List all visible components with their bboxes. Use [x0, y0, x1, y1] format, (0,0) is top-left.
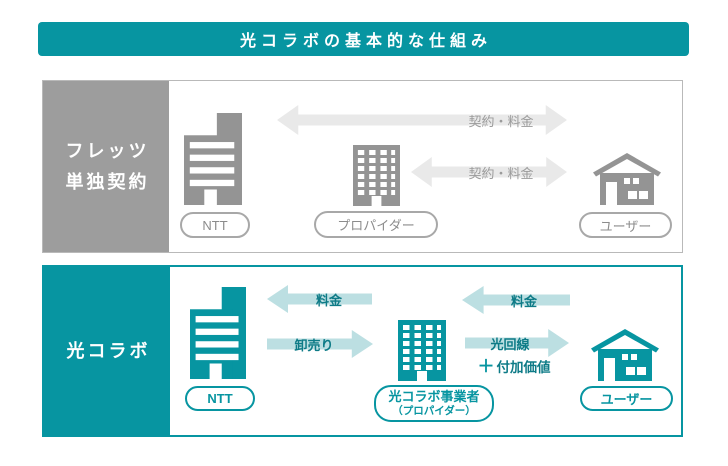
arrow-label-contract-fee-top: 契約・料金: [468, 113, 534, 129]
arrow-optical-line: [465, 329, 569, 357]
ntt-badge: NTT: [180, 212, 250, 238]
section-collab-label: 光コラボ: [44, 267, 170, 435]
arrow-label-fee-to-operator: 料金: [510, 293, 537, 309]
user-badge-label: ユーザー: [599, 218, 652, 234]
arrow-label-optical-line: 光回線: [490, 336, 530, 352]
ntt-badge-label: NTT: [202, 217, 228, 233]
user-house-icon: [593, 153, 661, 205]
user-house-icon: [591, 329, 659, 381]
ntt-building-icon: [184, 113, 242, 205]
section-flets-label: フレッツ 単独契約: [43, 81, 169, 252]
operator-badge-label-line1: 光コラボ事業者: [388, 389, 480, 404]
provider-badge: プロパイダー: [314, 211, 438, 238]
operator-badge: 光コラボ事業者 （プロパイダー）: [374, 385, 494, 422]
flets-label-line1: フレッツ: [65, 140, 150, 161]
operator-building-icon: [398, 320, 446, 381]
title-banner: 光コラボの基本的な仕組み: [38, 22, 689, 56]
user-badge-label: ユーザー: [600, 392, 653, 407]
ntt-badge: NTT: [185, 386, 255, 411]
provider-badge-label: プロパイダー: [337, 218, 415, 233]
page-title: 光コラボの基本的な仕組み: [239, 33, 492, 50]
user-badge: ユーザー: [580, 386, 673, 411]
plus-icon: ＋: [477, 356, 495, 376]
flets-label-line2: 単独契約: [65, 171, 150, 192]
provider-building-icon: [353, 145, 400, 206]
arrow-label-fee-to-ntt: 料金: [315, 292, 342, 308]
ntt-badge-label: NTT: [207, 391, 233, 406]
arrow-label-contract-fee-bottom: 契約・料金: [468, 165, 534, 181]
operator-badge-label-line2: （プロパイダー）: [392, 404, 476, 417]
section-flets: フレッツ 単独契約 契約・料金 契約・料金 NTT プロパイ: [42, 80, 683, 253]
arrow-fee-to-ntt: [267, 285, 372, 313]
added-value-label: 付加価値: [496, 360, 551, 375]
arrow-fee-to-operator: [462, 286, 570, 314]
section-collab: 光コラボ 料金 卸売り 料金 光回線: [42, 265, 683, 437]
collab-label: 光コラボ: [66, 340, 151, 361]
ntt-building-icon: [190, 287, 246, 379]
arrow-wholesale: [267, 330, 373, 358]
arrow-label-wholesale: 卸売り: [294, 337, 334, 353]
arrow-contract-fee-provider-user: [411, 157, 567, 187]
arrow-contract-fee-ntt-user: [277, 105, 567, 135]
user-badge: ユーザー: [579, 212, 672, 238]
added-value-caption: ＋ 付加価値: [468, 356, 560, 376]
